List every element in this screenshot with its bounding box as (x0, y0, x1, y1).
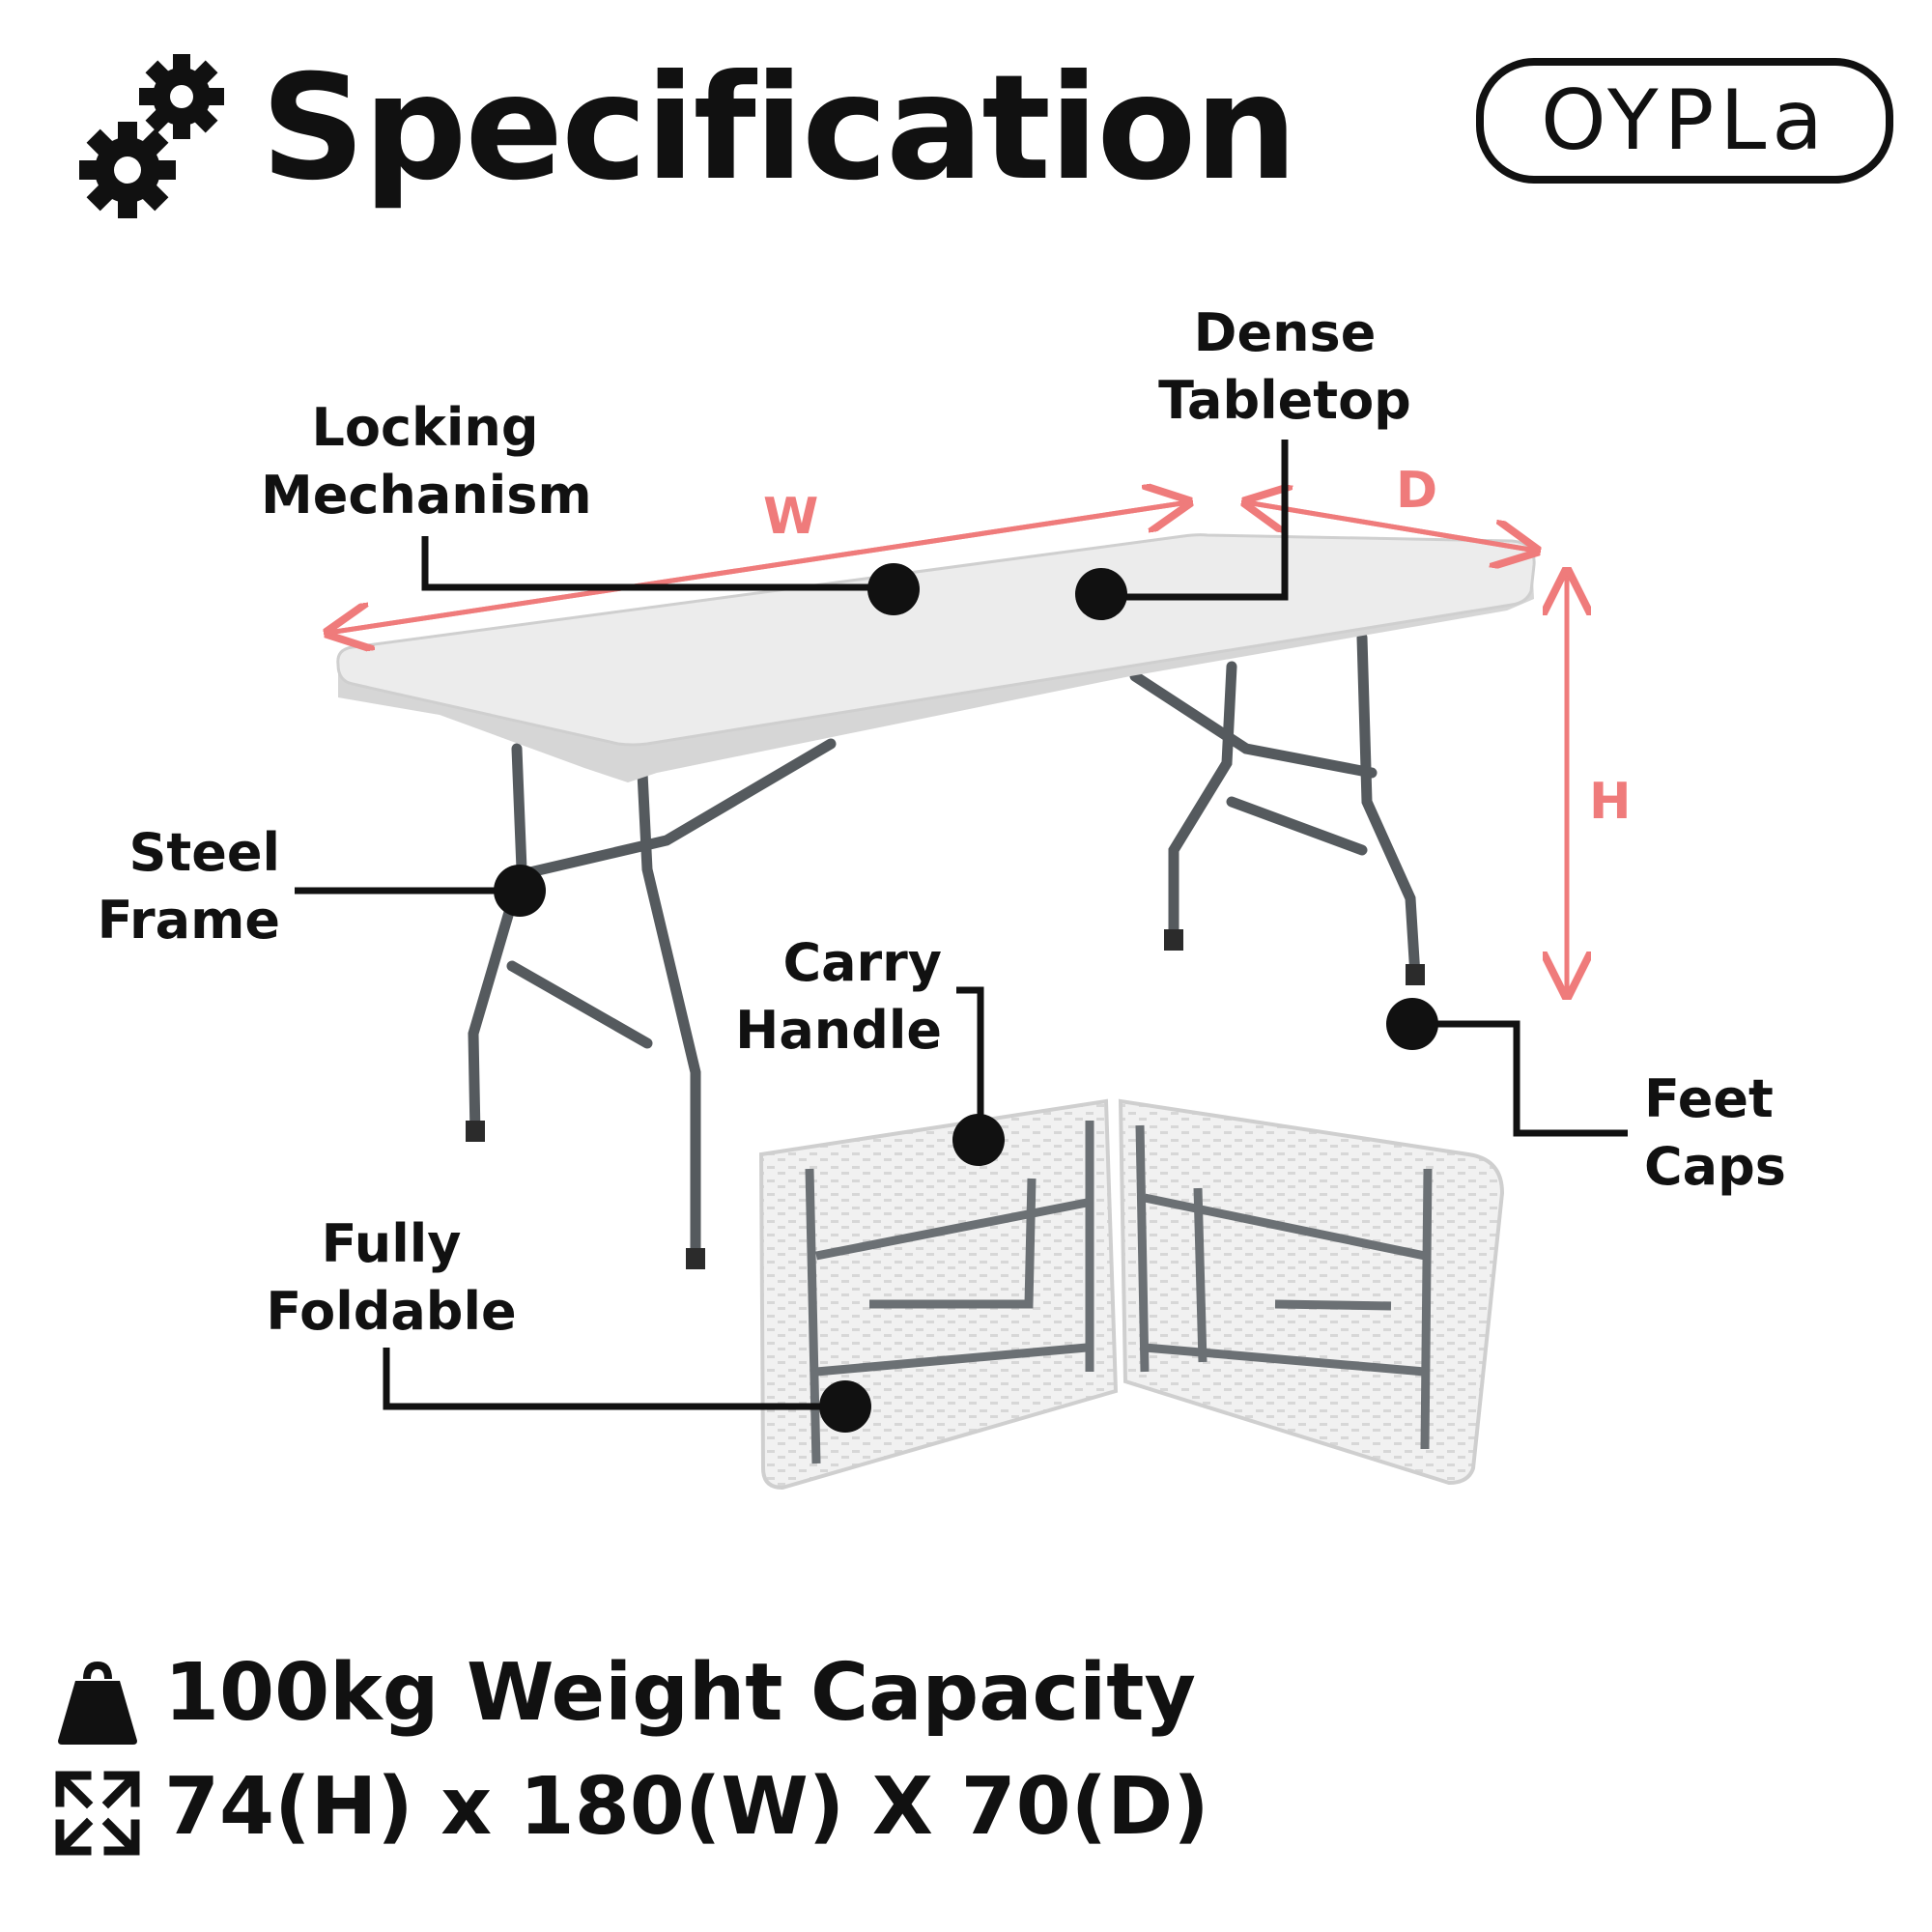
width-label: W (763, 488, 819, 546)
folded-table (758, 1098, 1505, 1491)
dimension-arrows (328, 502, 1567, 995)
weight-capacity: 100kg Weight Capacity (164, 1647, 1196, 1739)
height-label: H (1589, 773, 1632, 831)
steel-frame-label: Steel Frame (97, 822, 280, 951)
dense-tabletop-label: Dense Tabletop (1158, 302, 1411, 431)
steel-frame (468, 632, 1421, 1266)
dimensions-spec: 74(H) x 180(W) X 70(D) (164, 1761, 1209, 1853)
expand-arrows-icon (55, 1771, 140, 1856)
locking-mechanism-label: Locking Mechanism (261, 397, 592, 526)
depth-label: D (1396, 462, 1438, 520)
carry-handle-label: Carry Handle (735, 932, 942, 1061)
page-title: Specification (261, 44, 1297, 213)
weight-icon (58, 1662, 137, 1745)
brand-logo: OYPLa (1476, 58, 1893, 184)
callout-lines (295, 440, 1628, 1410)
brand-name: OYPLa (1541, 72, 1829, 169)
callout-dots (494, 563, 1438, 1433)
gears-icon (79, 54, 224, 218)
fully-foldable-label: Fully Foldable (266, 1213, 517, 1342)
feet-caps-label: Feet Caps (1644, 1068, 1786, 1197)
